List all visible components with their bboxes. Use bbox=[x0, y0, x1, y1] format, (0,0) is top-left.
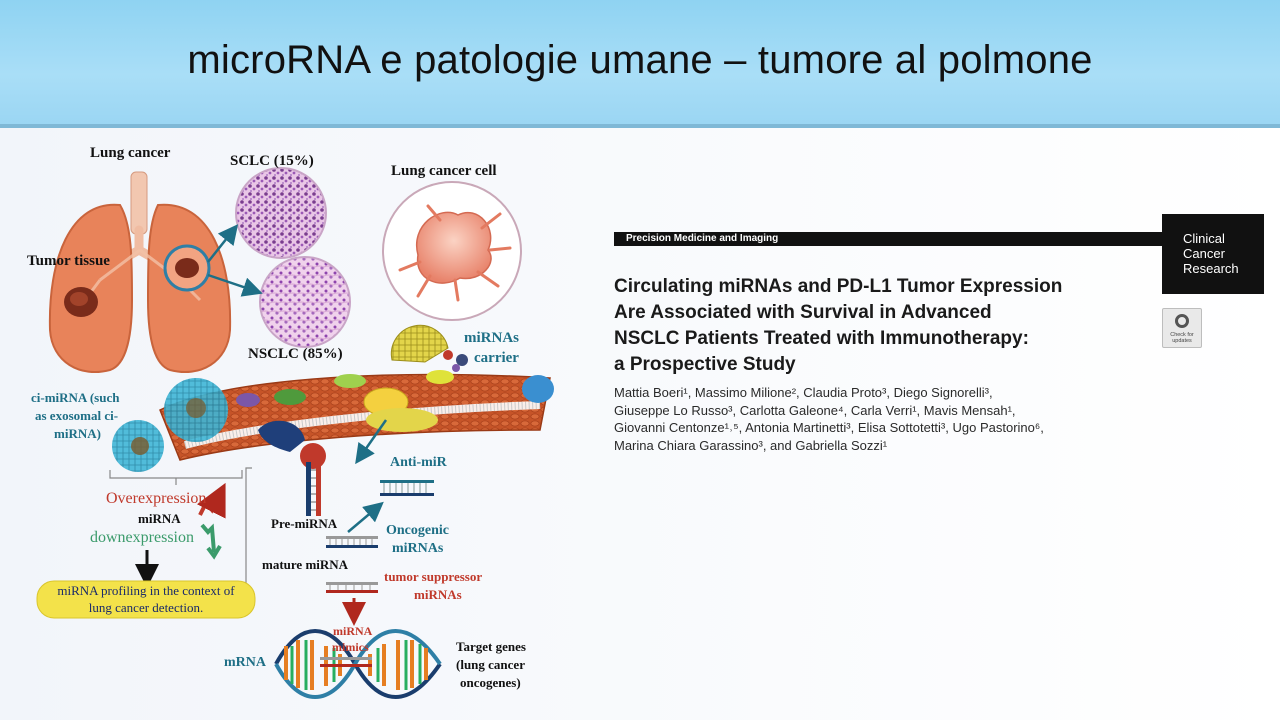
label-overexpression: Overexpression bbox=[106, 490, 207, 507]
label-ci-mirna-2: as exosomal ci- bbox=[35, 408, 119, 423]
cell-membrane bbox=[159, 370, 554, 461]
label-target-1: Target genes bbox=[456, 639, 526, 654]
author-line: Marina Chiara Garassino³, and Gabriella … bbox=[614, 437, 888, 453]
label-target-3: oncogenes) bbox=[460, 675, 521, 690]
label-ci-mirna-3: miRNA) bbox=[54, 426, 101, 441]
paper-title-line: NSCLC Patients Treated with Immunotherap… bbox=[614, 328, 1029, 349]
label-mirnas-carrier-2: carrier bbox=[474, 350, 519, 366]
label-downexpression: downexpression bbox=[90, 529, 194, 546]
label-oncogenic-1: Oncogenic bbox=[386, 523, 449, 538]
check-updates-label: Check for updates bbox=[1170, 332, 1194, 344]
label-tumor-suppressor-2: miRNAs bbox=[414, 587, 462, 602]
paper-title-line: Circulating miRNAs and PD-L1 Tumor Expre… bbox=[614, 276, 1063, 297]
sclc-histology-image bbox=[235, 167, 327, 259]
anti-mir-duplex bbox=[380, 480, 434, 496]
journal-name-line: Clinical bbox=[1183, 231, 1225, 246]
profiling-callout bbox=[36, 580, 256, 619]
label-sclc: SCLC (15%) bbox=[230, 153, 314, 169]
lungs-illustration bbox=[48, 171, 232, 373]
journal-logo: Clinical Cancer Research bbox=[1162, 214, 1264, 294]
pre-mirna-hairpin bbox=[300, 443, 326, 516]
label-profiling-2: lung cancer detection. bbox=[88, 600, 204, 615]
label-oncogenic-2: miRNAs bbox=[392, 541, 444, 556]
label-profiling-1: miRNA profiling in the context of bbox=[57, 583, 235, 598]
paper-title: Circulating miRNAs and PD-L1 Tumor Expre… bbox=[614, 274, 1159, 378]
label-mimics-2: mimics bbox=[332, 640, 369, 654]
label-mirna: miRNA bbox=[138, 511, 181, 526]
mrna-helix bbox=[274, 629, 442, 699]
mirnas-carrier-particle bbox=[390, 324, 468, 372]
journal-name-line: Cancer bbox=[1183, 246, 1225, 261]
slide-title: microRNA e patologie umane – tumore al p… bbox=[187, 38, 1093, 82]
check-for-updates-badge[interactable]: Check for updates bbox=[1162, 308, 1202, 348]
label-pre-mirna: Pre-miRNA bbox=[271, 516, 338, 531]
slide-header: microRNA e patologie umane – tumore al p… bbox=[0, 0, 1280, 128]
label-mimics-1: miRNA bbox=[333, 624, 373, 638]
label-mirnas-carrier-1: miRNAs bbox=[464, 330, 519, 346]
label-mrna: mRNA bbox=[224, 655, 266, 670]
lung-cancer-cell-image bbox=[382, 181, 522, 321]
label-nsclc: NSCLC (85%) bbox=[248, 346, 343, 362]
paper-title-line: Are Associated with Survival in Advanced bbox=[614, 302, 992, 323]
paper-authors: Mattia Boeri¹, Massimo Milione², Claudia… bbox=[614, 384, 1134, 454]
label-target-2: (lung cancer bbox=[456, 657, 525, 672]
author-line: Giuseppe Lo Russo³, Carlotta Galeone⁴, C… bbox=[614, 402, 1016, 418]
mature-mirna-duplex bbox=[326, 536, 378, 548]
tumor-suppressor-duplex bbox=[326, 582, 378, 593]
author-line: Giovanni Centonze¹˒⁵, Antonia Martinetti… bbox=[614, 420, 1044, 435]
label-lung-cancer: Lung cancer bbox=[90, 145, 171, 161]
label-tumor-tissue: Tumor tissue bbox=[27, 253, 110, 269]
label-anti-mir: Anti-miR bbox=[390, 455, 447, 470]
journal-name-line: Research bbox=[1183, 261, 1239, 276]
nsclc-histology-image bbox=[259, 256, 351, 348]
label-mature-mirna: mature miRNA bbox=[262, 557, 349, 572]
label-ci-mirna-1: ci-miRNA (such bbox=[31, 390, 120, 405]
author-line: Mattia Boeri¹, Massimo Milione², Claudia… bbox=[614, 385, 993, 400]
paper-title-line: a Prospective Study bbox=[614, 354, 796, 375]
bookmark-icon bbox=[1175, 314, 1189, 328]
label-tumor-suppressor-1: tumor suppressor bbox=[384, 569, 483, 584]
paper-section-bar: Precision Medicine and Imaging bbox=[614, 232, 1174, 246]
label-lung-cancer-cell: Lung cancer cell bbox=[391, 163, 497, 179]
